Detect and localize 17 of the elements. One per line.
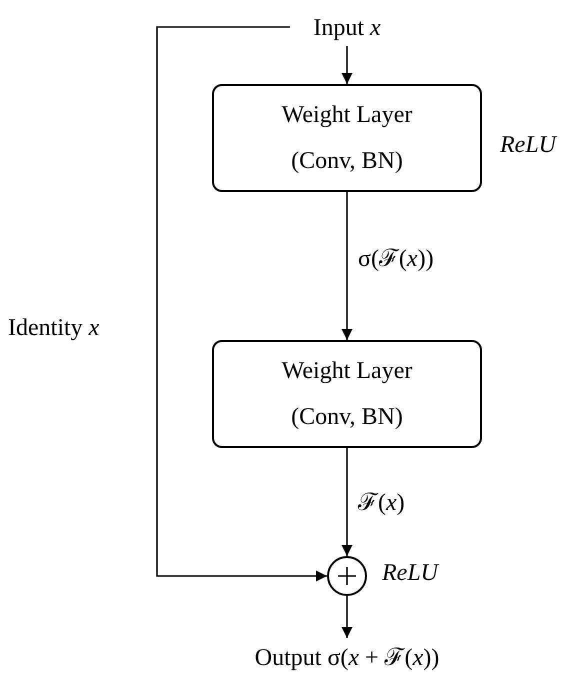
layer-label: Weight Layer — [282, 356, 412, 386]
activation-label: ReLU — [382, 560, 438, 587]
edge-label: Identity x — [8, 315, 100, 342]
arrow — [341, 192, 353, 340]
layer-box — [212, 84, 482, 192]
layer-label: (Conv, BN) — [291, 402, 403, 432]
layer-label: (Conv, BN) — [291, 146, 403, 176]
arrow — [341, 596, 353, 638]
io-label: Input x — [313, 14, 381, 43]
sum-circle — [327, 556, 367, 596]
layer-label: Weight Layer — [282, 100, 412, 130]
activation-label: ReLU — [500, 132, 556, 159]
arrow — [341, 46, 353, 84]
layer-box — [212, 340, 482, 448]
arrow — [156, 26, 327, 582]
io-label: Output σ(x + ℱ(x)) — [254, 644, 440, 673]
arrow — [341, 448, 353, 556]
